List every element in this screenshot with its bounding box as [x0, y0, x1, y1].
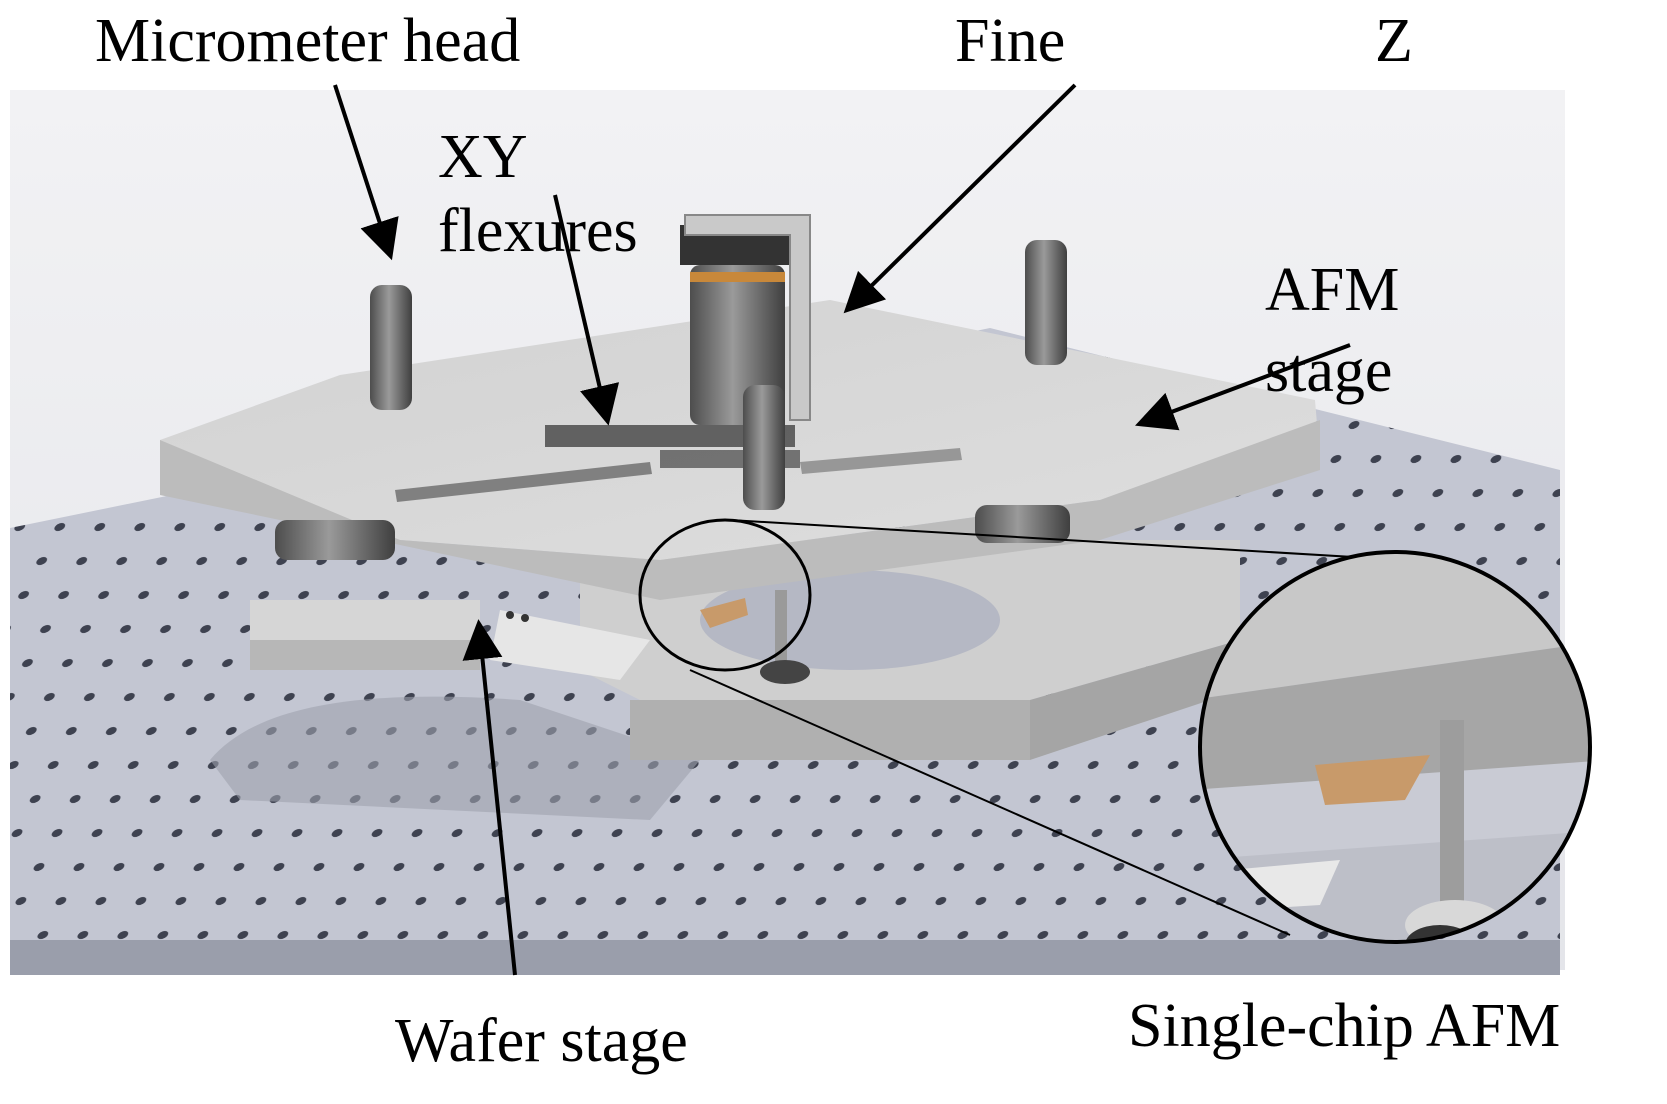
arrow-wafer-stage	[462, 619, 517, 976]
afm-stage-plate	[160, 300, 1320, 600]
label-wafer-stage: Wafer stage	[395, 1007, 688, 1075]
arrow-xy-flexures	[553, 194, 620, 426]
label-z: Z	[1375, 7, 1413, 75]
label-micrometer-head: Micrometer head	[95, 7, 521, 75]
shadow	[210, 696, 700, 820]
arrow-micrometer-head	[333, 84, 399, 261]
label-fine: Fine	[955, 7, 1066, 75]
micrometer-heads	[275, 240, 1070, 560]
arrow-afm-stage	[1135, 343, 1351, 431]
label-xy-flexures: XY flexures	[438, 120, 638, 269]
label-single-chip-afm: Single-chip AFM	[1128, 992, 1561, 1060]
label-xy: XY	[438, 123, 528, 191]
arrow-fine-z	[843, 83, 1077, 314]
inset-connector-bottom	[689, 669, 1291, 936]
annotation-arrows	[333, 83, 1351, 976]
label-afm-stage: AFM stage	[1265, 250, 1399, 411]
label-stage: stage	[1265, 336, 1393, 405]
inset-border	[1198, 550, 1592, 944]
label-afm: AFM	[1265, 256, 1400, 324]
magnifier-circle	[638, 518, 812, 672]
inset-connector-top	[729, 519, 1371, 559]
probe	[700, 590, 810, 684]
label-flexures: flexures	[438, 197, 638, 266]
